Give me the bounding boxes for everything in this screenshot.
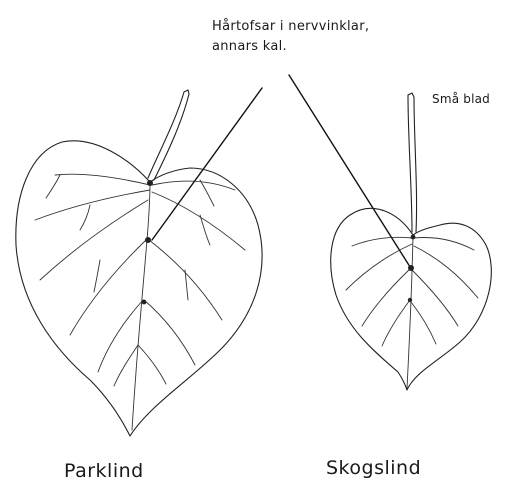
parklind-vein: [55, 174, 150, 185]
skogslind-vein: [362, 268, 411, 326]
parklind-vein: [35, 190, 150, 220]
parklind-vein: [114, 345, 138, 386]
parklind-midrib: [132, 182, 150, 430]
skogslind-vein: [346, 244, 412, 290]
skogslind-vein: [414, 238, 474, 251]
parklind-blade: [16, 141, 262, 436]
skogslind-tuft: [408, 265, 414, 271]
parklind-vein: [144, 300, 195, 365]
parklind-vein: [138, 345, 166, 384]
skogslind-vein: [352, 237, 412, 246]
parklind-vein: [46, 175, 60, 198]
parklind-vein: [200, 180, 214, 206]
skogslind-vein: [412, 270, 458, 326]
skogslind-vein: [411, 302, 436, 344]
parklind-vein: [149, 240, 222, 320]
parklind-petiole: [148, 90, 189, 180]
skogslind-label: Skogslind: [326, 457, 421, 479]
skogslind-tuft: [408, 298, 412, 302]
skogslind-midrib: [407, 236, 413, 388]
skogslind-petiole: [408, 93, 417, 232]
parklind-vein: [98, 300, 143, 372]
parklind-tuft: [142, 300, 147, 305]
parklind-vein: [200, 215, 210, 245]
skogslind-leaf: [331, 93, 492, 390]
parklind-vein: [80, 205, 90, 230]
skogslind-vein: [382, 300, 410, 346]
small-leaves-note: Små blad: [432, 92, 490, 106]
parklind-label: Parklind: [64, 460, 144, 482]
skogslind-vein: [414, 246, 478, 298]
parklind-leaf: [16, 90, 262, 436]
parklind-vein: [40, 200, 148, 280]
parklind-tuft: [145, 237, 151, 243]
parklind-vein: [94, 260, 100, 292]
skogslind-tuft: [411, 235, 416, 240]
pointer-line-parklind: [152, 88, 262, 240]
parklind-vein: [70, 240, 146, 335]
tuft-note-line1: Hårtofsar i nervvinklar,: [212, 19, 369, 34]
pointer-line-skogslind: [289, 75, 412, 270]
tuft-note-line2: annars kal.: [212, 39, 287, 54]
parklind-tuft: [147, 180, 153, 186]
